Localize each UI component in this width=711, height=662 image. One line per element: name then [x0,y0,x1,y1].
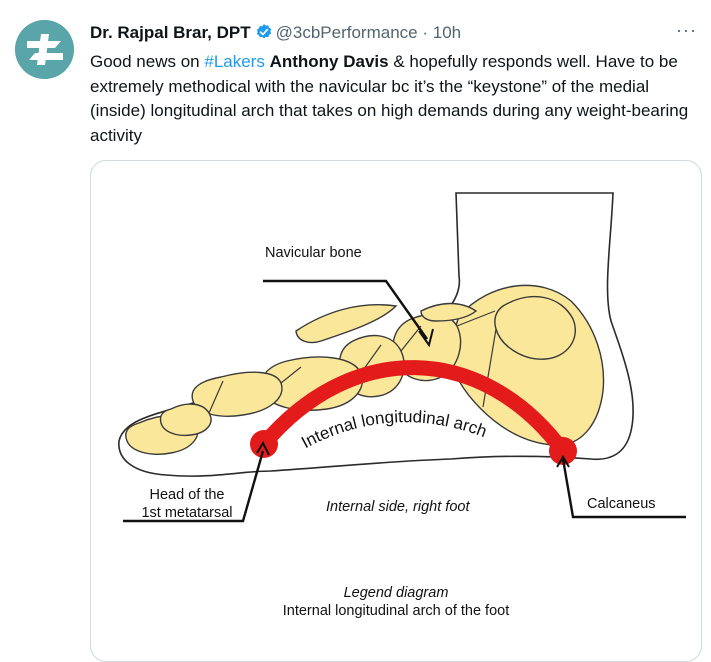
avatar[interactable] [15,20,74,79]
tweet[interactable]: Dr. Rajpal Brar, DPT@3cbPerformance · 10… [0,0,711,632]
more-icon[interactable]: ··· [676,20,697,41]
mention-bold: Anthony Davis [270,52,389,71]
head-label-line1: Head of the [131,486,243,504]
verified-badge-icon [255,23,273,41]
author-name[interactable]: Dr. Rajpal Brar, DPT [90,23,251,42]
timestamp[interactable]: 10h [433,23,461,42]
tweet-header: Dr. Rajpal Brar, DPT@3cbPerformance · 10… [90,22,695,46]
author-handle[interactable]: @3cbPerformance [276,23,418,42]
head-label: Head of the 1st metatarsal [131,486,243,522]
calcaneus-label: Calcaneus [587,496,656,512]
tweet-media[interactable]: Internal longitudinal arch Navicular bon… [90,160,702,662]
side-label: Internal side, right foot [326,499,469,515]
head-label-line2: 1st metatarsal [131,504,243,522]
tweet-text-part1: Good news on [90,52,204,71]
navicular-label: Navicular bone [265,245,362,261]
avatar-logo [15,20,74,79]
hashtag-link[interactable]: #Lakers [204,52,264,71]
legend-title: Legend diagram [91,585,701,601]
legend-subtitle: Internal longitudinal arch of the foot [91,603,701,619]
tweet-text: Good news on #Lakers Anthony Davis & hop… [90,50,690,148]
